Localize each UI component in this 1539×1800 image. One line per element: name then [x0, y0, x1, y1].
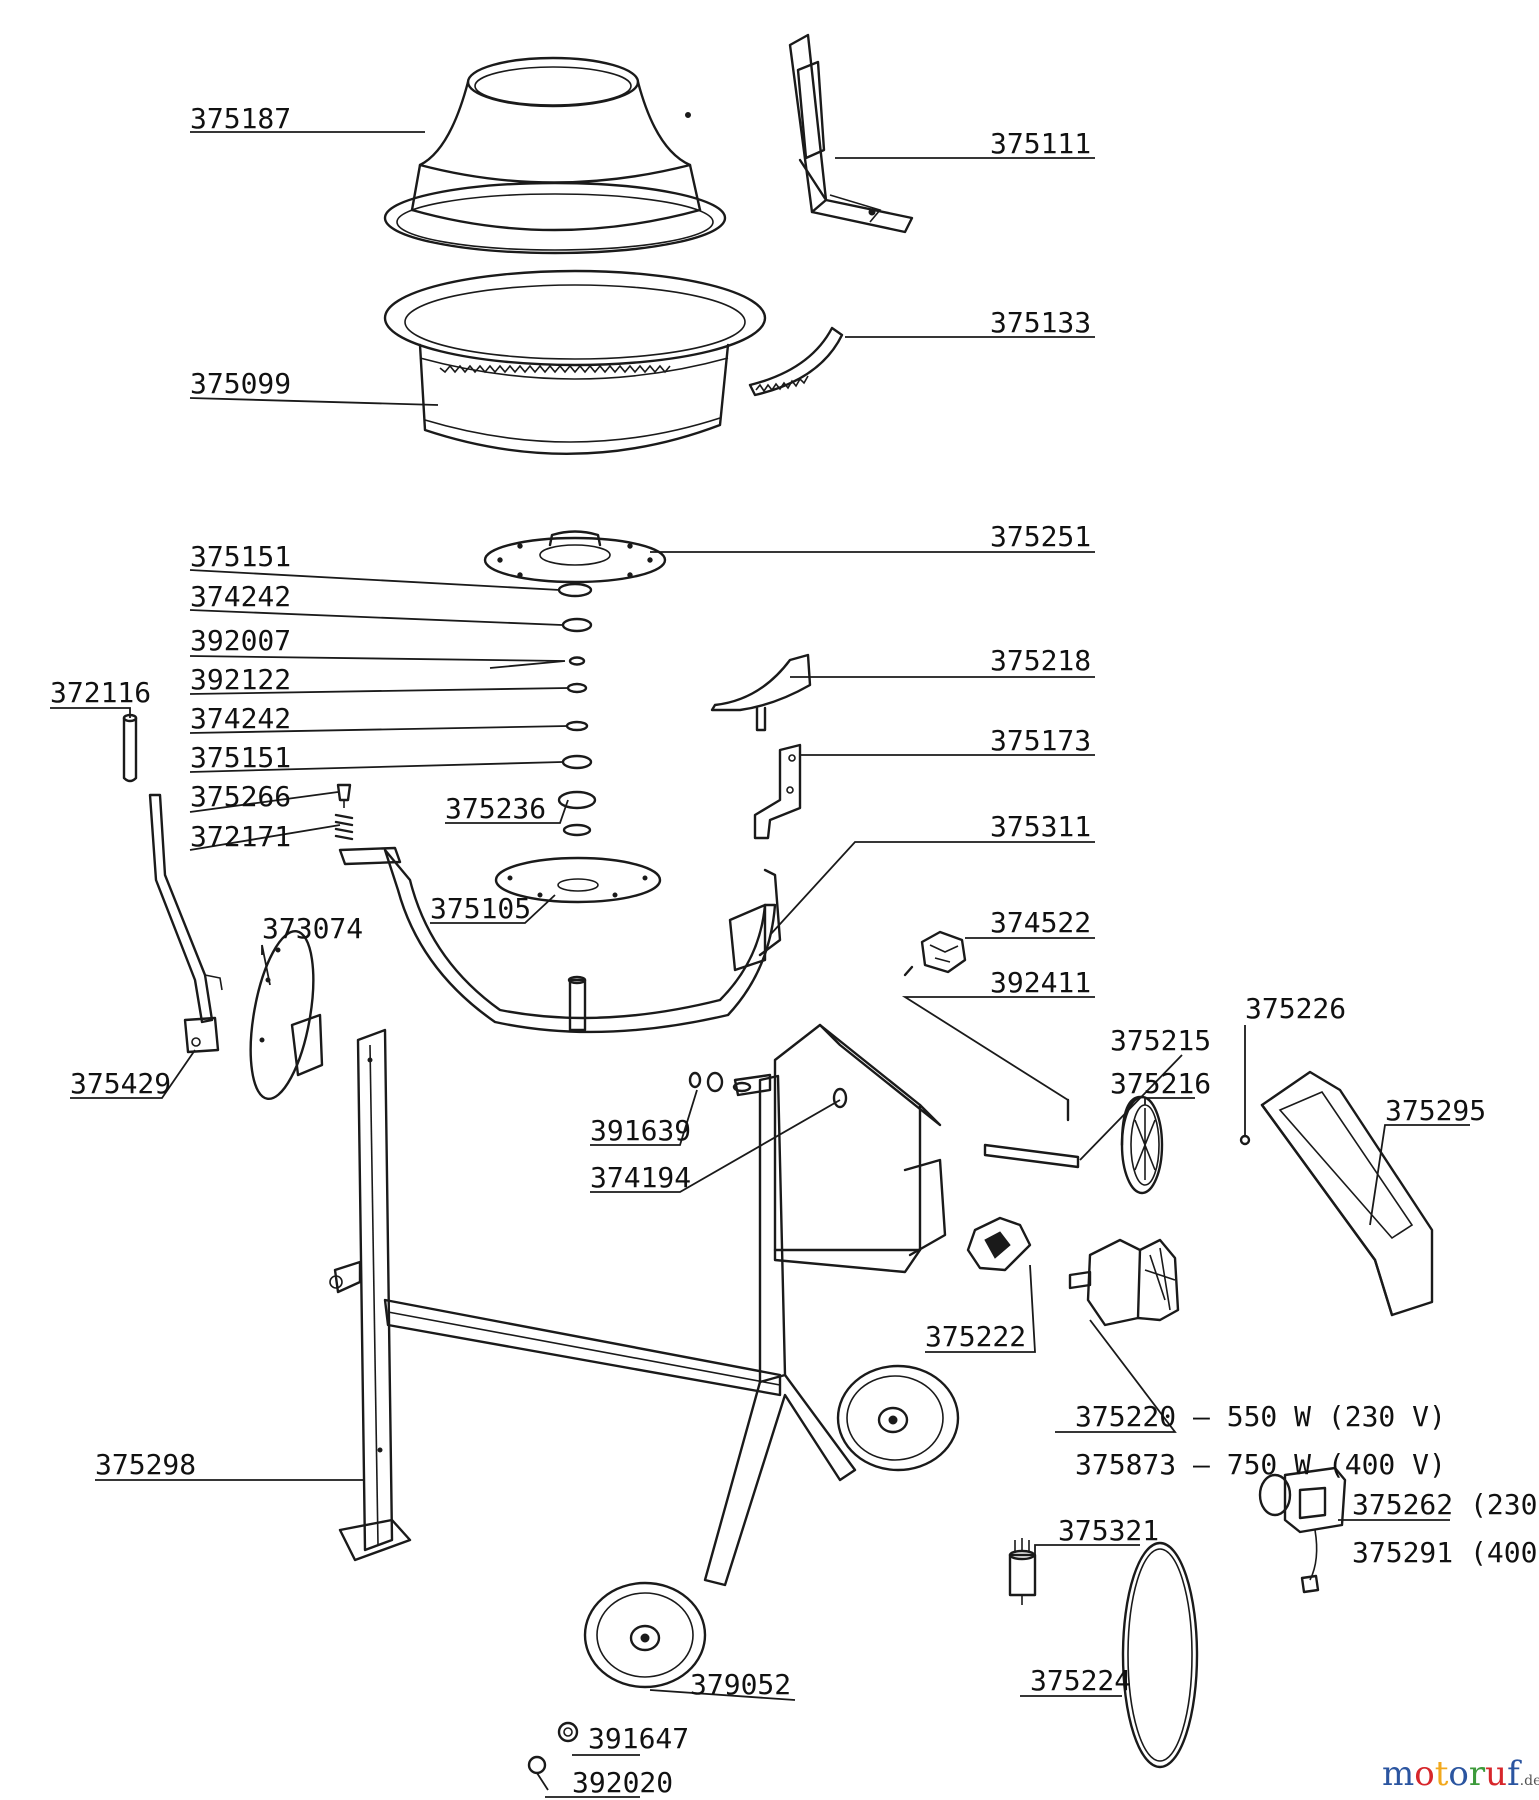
label-375262: 375262 (230 V): [1352, 1488, 1539, 1521]
label-375311: 375311: [990, 810, 1091, 843]
shaft-pin-part: [903, 965, 1070, 1122]
bolt-spring-part: [334, 783, 354, 841]
label-375173: 375173: [990, 724, 1091, 757]
motoruf-watermark-logo: motoruf.de: [1382, 1754, 1539, 1794]
wheel-right-part: [836, 1364, 960, 1472]
label-375151-lower: 375151: [190, 741, 291, 774]
leader-lines: [50, 131, 1470, 1798]
label-374194: 374194: [590, 1161, 691, 1194]
label-373074: 373074: [262, 912, 363, 945]
drive-shaft-part: [983, 1143, 1080, 1169]
gear-segment-part: [748, 326, 844, 397]
label-375222: 375222: [925, 1320, 1026, 1353]
label-374522: 374522: [990, 906, 1091, 939]
wm-letter-6: f: [1507, 1754, 1522, 1794]
label-375236: 375236: [445, 792, 546, 825]
small-washers-part: [688, 1071, 724, 1093]
wheel-left-part: [583, 1581, 707, 1689]
label-374242-lower: 374242: [190, 702, 291, 735]
bearing-block-part: [966, 1216, 1032, 1272]
flange-upper-part: [483, 530, 667, 598]
wm-letter-5: u: [1485, 1754, 1507, 1794]
label-372171: 372171: [190, 820, 291, 853]
chute-part: [788, 33, 914, 234]
wm-letter-2: t: [1435, 1754, 1449, 1794]
label-375187: 375187: [190, 102, 291, 135]
drive-belt-part: [1121, 1541, 1199, 1769]
label-375099: 375099: [190, 367, 291, 400]
label-375873: 375873 – 750 W (400 V): [1075, 1448, 1446, 1481]
mixing-arm-part: [338, 846, 782, 1034]
label-392122: 392122: [190, 663, 291, 696]
label-375218: 375218: [990, 644, 1091, 677]
label-391639: 391639: [590, 1114, 691, 1147]
label-375105: 375105: [430, 892, 531, 925]
capacitor-part: [1008, 1538, 1037, 1605]
wm-letter-4: r: [1469, 1754, 1486, 1794]
label-375220: 375220 – 550 W (230 V): [1075, 1400, 1446, 1433]
wm-letter-1: o: [1414, 1754, 1434, 1794]
pin-part: [122, 713, 138, 783]
locking-disk-part: [249, 929, 324, 1101]
label-375215: 375215: [1110, 1024, 1211, 1057]
wm-suffix: .de: [1520, 1773, 1539, 1789]
label-375298: 375298: [95, 1448, 196, 1481]
frame-right-leg-part: [703, 1073, 857, 1587]
lever-handle-part: [148, 793, 223, 1054]
label-379052: 379052: [690, 1668, 791, 1701]
label-375321: 375321: [1058, 1514, 1159, 1547]
label-375216: 375216: [1110, 1067, 1211, 1100]
label-375224: 375224: [1030, 1664, 1131, 1697]
label-375429: 375429: [70, 1067, 171, 1100]
paddle-blade-part: [710, 653, 812, 732]
label-375151-upper: 375151: [190, 540, 291, 573]
wm-letter-3: o: [1448, 1754, 1468, 1794]
part-labels: 375187 375111 375133 375099 375251 37515…: [50, 102, 1539, 1799]
flange-lower-part: [494, 856, 662, 904]
label-375251: 375251: [990, 520, 1091, 553]
label-391647: 391647: [588, 1722, 689, 1755]
electric-motor-part: [1068, 1238, 1180, 1327]
drum-bottom-part: [383, 269, 767, 455]
label-392411: 392411: [990, 966, 1091, 999]
screw-part: [1239, 1134, 1251, 1146]
frame-crossbar-part: [383, 1298, 782, 1397]
wm-letter-0: m: [1382, 1754, 1414, 1794]
frame-left-leg-part: [329, 1028, 412, 1562]
svg-text:motoruf.de: motoruf.de: [1382, 1754, 1539, 1794]
label-375133: 375133: [990, 306, 1091, 339]
label-375111: 375111: [990, 127, 1091, 160]
wheel-washers-part: [527, 1721, 579, 1775]
label-372116: 372116: [50, 676, 151, 709]
pinion-gear-part: [920, 930, 967, 974]
motor-cover-part: [1260, 1070, 1434, 1317]
bracket-part: [753, 743, 802, 840]
label-392020: 392020: [572, 1766, 673, 1799]
label-374242-upper: 374242: [190, 580, 291, 613]
switch-box-part: [1258, 1466, 1347, 1594]
gearbox-housing-part: [773, 1023, 947, 1274]
label-375266: 375266: [190, 780, 291, 813]
label-375226: 375226: [1245, 992, 1346, 1025]
drum-top-part: [383, 56, 727, 255]
label-392007: 392007: [190, 624, 291, 657]
label-375295: 375295: [1385, 1094, 1486, 1127]
label-375291: 375291 (400 V): [1352, 1536, 1539, 1569]
washer-stack-part: [557, 617, 597, 837]
